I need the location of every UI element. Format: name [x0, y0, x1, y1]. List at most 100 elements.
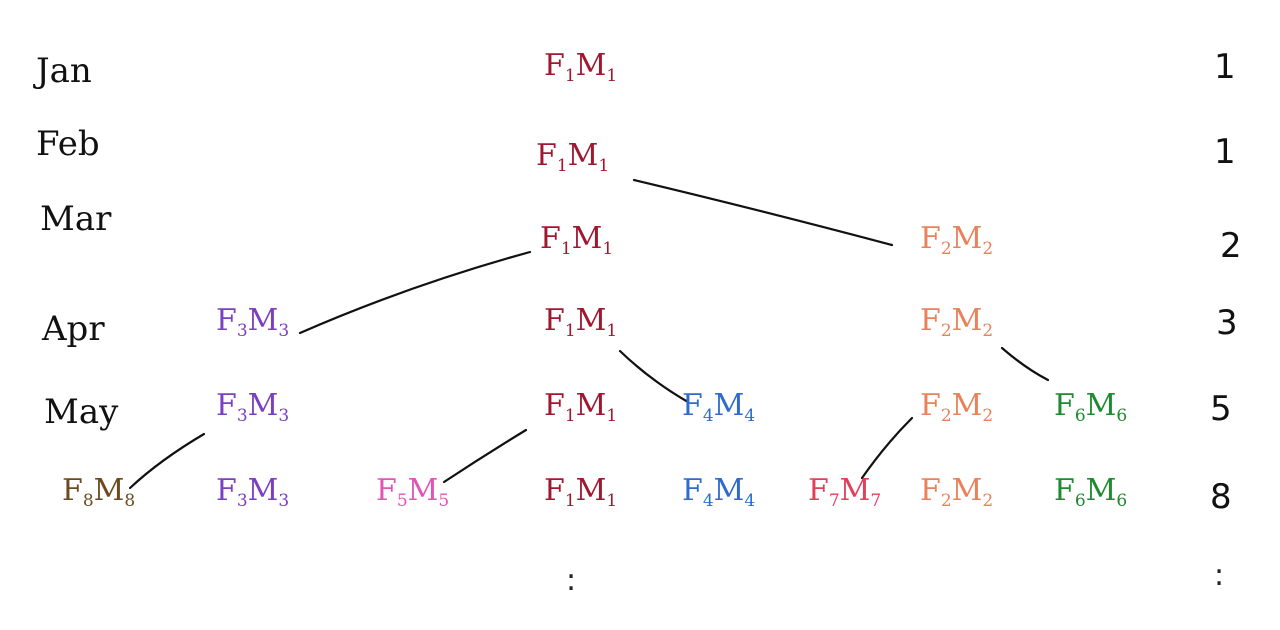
- pair-subscript: 7: [829, 491, 840, 511]
- continuation-marks: : :: [566, 558, 1224, 598]
- pair-letter: M: [576, 473, 607, 508]
- pair-letter: M: [952, 388, 983, 423]
- pair-letter: F: [1054, 388, 1075, 423]
- pair-letter: M: [714, 473, 745, 508]
- pair-subscript: 2: [982, 239, 993, 259]
- pair-subscript: 4: [744, 406, 755, 426]
- pair-letter: M: [840, 473, 871, 508]
- pair-letter: F: [62, 473, 83, 508]
- pair-subscript: 3: [278, 491, 289, 511]
- pair-letter: M: [576, 48, 607, 83]
- rabbit-pair-1: F1M1: [544, 473, 617, 511]
- pair-letter: F: [544, 303, 565, 338]
- pair-subscript: 1: [557, 156, 568, 176]
- link-f3m3-to-f8m8: [128, 432, 206, 490]
- pair-letter: F: [682, 388, 703, 423]
- pair-letter: F: [376, 473, 397, 508]
- pair-letter: M: [572, 221, 603, 256]
- link-f1m1-to-f2m2: [632, 178, 894, 247]
- pair-letter: M: [1086, 388, 1117, 423]
- pair-subscript: 5: [438, 491, 449, 511]
- pair-subscript: 3: [237, 406, 248, 426]
- rabbit-pair-1: F1M1: [544, 48, 617, 86]
- link-f1m1-to-f5m5: [442, 428, 528, 484]
- pair-letter: F: [920, 303, 941, 338]
- rabbit-pair-3: F3M3: [216, 303, 289, 341]
- pair-letter: M: [408, 473, 439, 508]
- rabbit-pair-3: F3M3: [216, 473, 289, 511]
- pair-letter: F: [920, 388, 941, 423]
- pair-letter: M: [568, 138, 599, 173]
- rabbit-pair-4: F4M4: [682, 473, 755, 511]
- count-may: 5: [1210, 389, 1232, 429]
- pair-subscript: 2: [941, 239, 952, 259]
- pair-subscript: 1: [606, 66, 617, 86]
- pair-letter: M: [952, 473, 983, 508]
- pair-subscript: 2: [941, 491, 952, 511]
- pair-subscript: 5: [397, 491, 408, 511]
- pair-subscript: 2: [982, 321, 993, 341]
- pair-subscript: 1: [598, 156, 609, 176]
- pair-subscript: 8: [83, 491, 94, 511]
- link-f1m1-to-f3m3: [298, 250, 532, 335]
- pair-subscript: 6: [1116, 406, 1127, 426]
- pair-letter: F: [544, 48, 565, 83]
- month-label-may: May: [44, 392, 119, 432]
- pair-subscript: 7: [870, 491, 881, 511]
- pair-subscript: 1: [606, 321, 617, 341]
- pair-letter: M: [1086, 473, 1117, 508]
- pair-subscript: 6: [1075, 491, 1086, 511]
- pair-letter: F: [216, 473, 237, 508]
- rabbit-pair-4: F4M4: [682, 388, 755, 426]
- count-apr: 3: [1216, 303, 1238, 343]
- pair-letter: F: [920, 473, 941, 508]
- breeding-links: [128, 178, 1050, 490]
- pair-letter: F: [216, 303, 237, 338]
- pair-subscript: 3: [237, 491, 248, 511]
- rabbit-pair-8: F8M8: [62, 473, 135, 511]
- rabbit-pair-5: F5M5: [376, 473, 449, 511]
- rabbit-pair-2: F2M2: [920, 388, 993, 426]
- pair-letter: F: [808, 473, 829, 508]
- count-jan: 1: [1214, 47, 1236, 87]
- pair-subscript: 4: [703, 406, 714, 426]
- count-mar: 2: [1220, 226, 1242, 266]
- pair-letter: M: [248, 473, 279, 508]
- pair-counts: 1 1 2 3 5 8: [1210, 47, 1242, 517]
- continuation-right: :: [1214, 558, 1224, 593]
- rabbit-pair-2: F2M2: [920, 221, 993, 259]
- rabbit-pair-1: F1M1: [536, 138, 609, 176]
- pair-letter: M: [952, 221, 983, 256]
- pair-letter: M: [714, 388, 745, 423]
- pair-subscript: 2: [941, 321, 952, 341]
- rabbit-pair-3: F3M3: [216, 388, 289, 426]
- rabbit-pair-1: F1M1: [544, 388, 617, 426]
- pair-subscript: 3: [278, 321, 289, 341]
- pair-subscript: 2: [982, 491, 993, 511]
- pair-subscript: 6: [1075, 406, 1086, 426]
- link-f1m1-to-f4m4: [618, 349, 690, 404]
- month-labels: Jan Feb Mar Apr May: [33, 51, 119, 432]
- pair-subscript: 1: [565, 66, 576, 86]
- pair-subscript: 1: [561, 239, 572, 259]
- rabbit-pair-1: F1M1: [540, 221, 613, 259]
- pair-letter: M: [94, 473, 125, 508]
- pair-letter: M: [952, 303, 983, 338]
- pair-letter: F: [544, 473, 565, 508]
- pair-letter: M: [576, 388, 607, 423]
- rabbit-pair-6: F6M6: [1054, 473, 1127, 511]
- month-label-jan: Jan: [33, 51, 92, 91]
- pair-subscript: 3: [278, 406, 289, 426]
- pair-subscript: 3: [237, 321, 248, 341]
- pair-letter: M: [576, 303, 607, 338]
- pair-letter: F: [1054, 473, 1075, 508]
- pair-subscript: 4: [703, 491, 714, 511]
- pair-subscript: 1: [565, 321, 576, 341]
- continuation-center: :: [566, 563, 576, 598]
- pair-subscript: 1: [606, 491, 617, 511]
- pair-letter: F: [536, 138, 557, 173]
- link-f2m2-to-f6m6: [1000, 346, 1050, 382]
- pair-letter: F: [540, 221, 561, 256]
- pair-subscript: 6: [1116, 491, 1127, 511]
